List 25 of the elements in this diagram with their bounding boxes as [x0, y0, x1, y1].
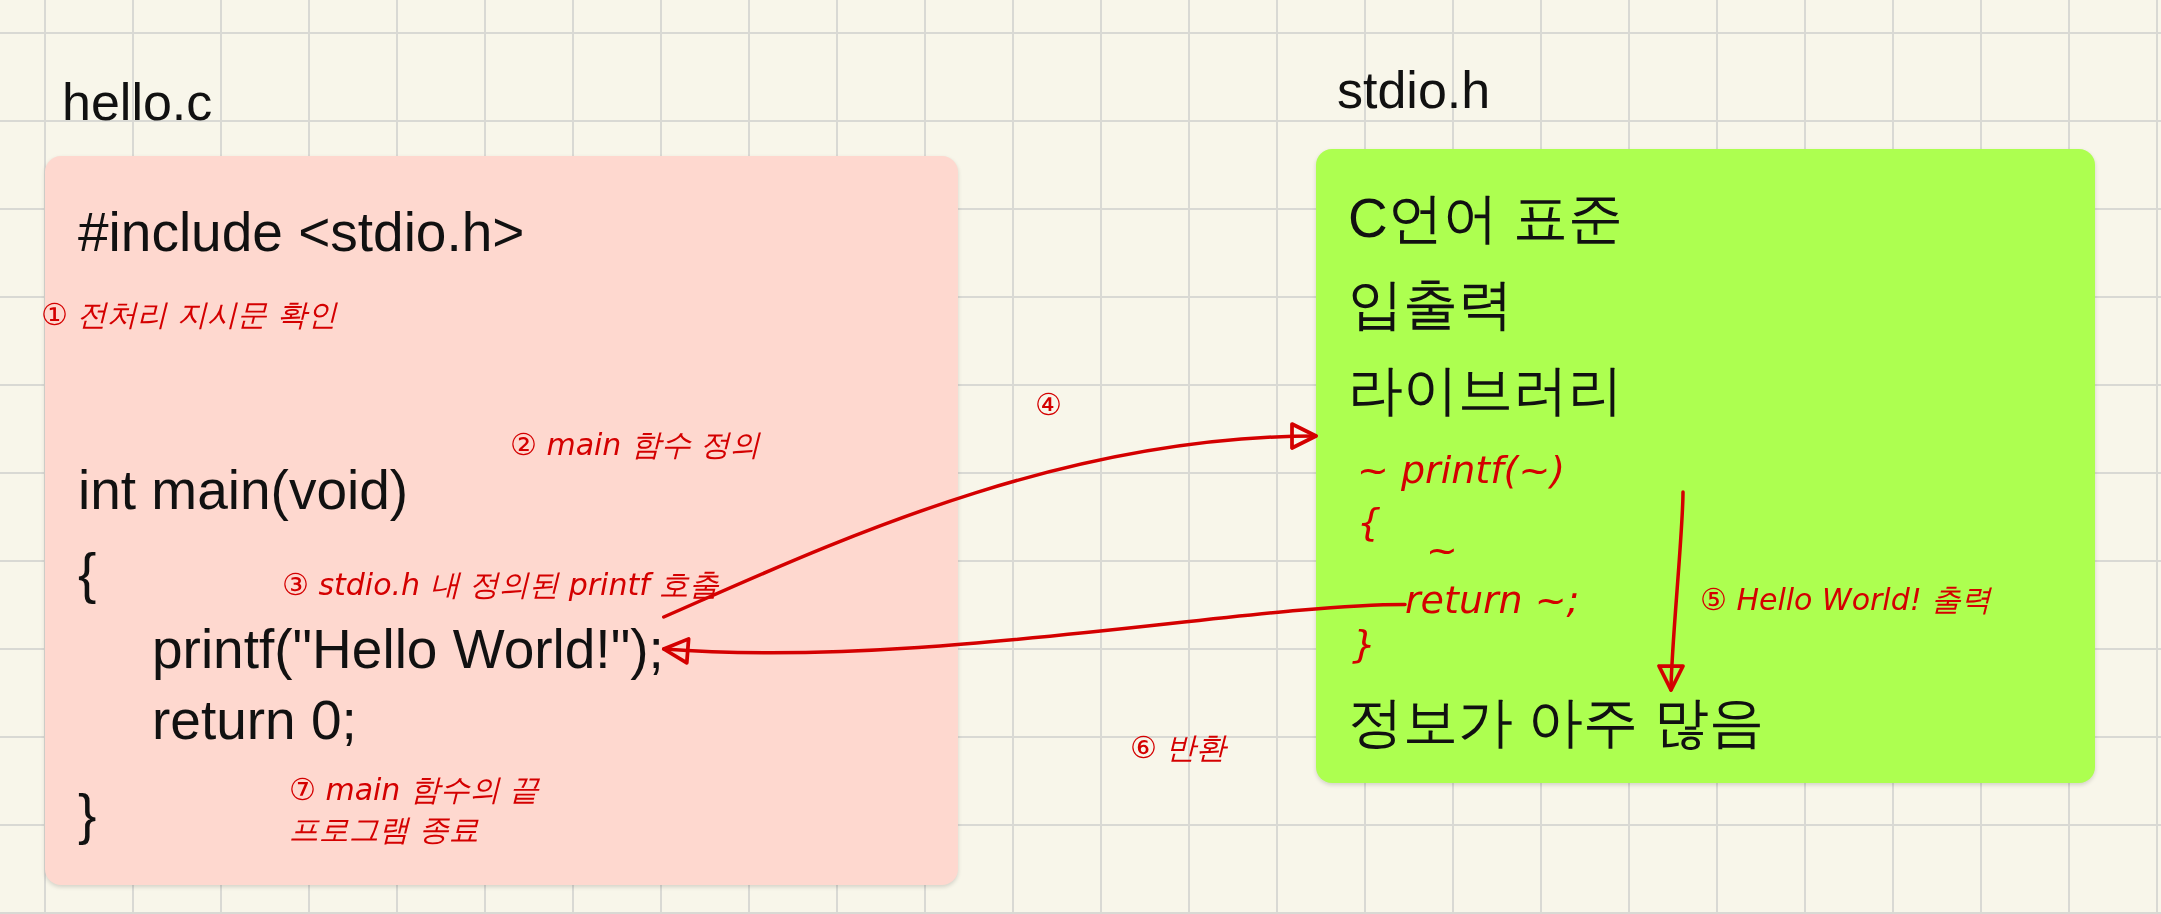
- library-description: C언어 표준 입출력 라이브러리: [1348, 186, 1624, 423]
- edge-label: ⑤ Hello World! 출력: [1700, 581, 1992, 619]
- annotation: ⑦ main 함수의 끝 프로그램 종료: [289, 771, 541, 849]
- code-line: int main(void): [78, 458, 409, 522]
- code-line: return 0;: [152, 688, 357, 752]
- handwritten-code: ~: [1426, 528, 1458, 572]
- handwritten-code: {: [1357, 500, 1382, 544]
- handwritten-code: }: [1352, 622, 1377, 666]
- edge-label: ⑥ 반환: [1130, 729, 1227, 767]
- hello-title: hello.c: [62, 72, 213, 133]
- handwritten-code: return ~;: [1405, 578, 1580, 622]
- annotation: ③ stdio.h 내 정의된 printf 호출: [282, 566, 720, 604]
- code-line: }: [78, 782, 97, 846]
- description-text: 정보가 아주 많음: [1348, 690, 1764, 754]
- code-line: printf("Hello World!");: [152, 617, 664, 681]
- arrow: [661, 602, 1407, 665]
- annotation: ② main 함수 정의: [510, 426, 761, 464]
- handwritten-code: ~ printf(~): [1357, 448, 1566, 492]
- arrow: [1657, 490, 1686, 692]
- code-line: {: [78, 541, 97, 605]
- annotation: ① 전처리 지시문 확인: [41, 296, 337, 334]
- file-title: stdio.h: [1337, 60, 1491, 121]
- code-line: #include <stdio.h>: [78, 200, 525, 264]
- edge-label: ④: [1035, 386, 1062, 424]
- arrow: [662, 422, 1318, 619]
